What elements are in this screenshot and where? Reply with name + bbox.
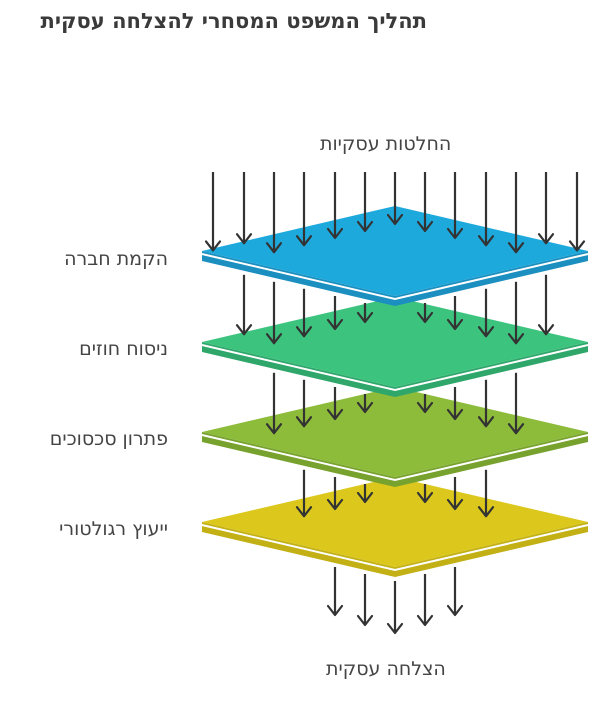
flow-arrow-3-0-head xyxy=(295,506,313,518)
flow-arrow-3-2-head xyxy=(356,491,374,504)
flow-arrow-3-1-head xyxy=(326,498,344,511)
flow-arrow-1-6-head xyxy=(416,311,434,324)
flow-arrow-0-10-head xyxy=(507,242,525,254)
flow-arrow-2-5-head xyxy=(416,401,434,414)
flow-arrow-2-6-head xyxy=(446,408,464,421)
layer-label-contract-drafting: ניסוח חוזים xyxy=(79,338,168,360)
diagram-title: תהליך המשפט המסחרי להצלחה עסקית xyxy=(40,9,427,33)
flow-arrow-3-5-head xyxy=(446,498,464,511)
flow-arrow-3-6-head xyxy=(477,506,495,518)
flow-arrow-1-2-head xyxy=(295,326,313,338)
flow-arrow-0-3-head xyxy=(295,235,313,247)
flow-arrow-0-8-head xyxy=(446,227,464,240)
flow-arrow-1-0-head xyxy=(235,324,253,336)
flow-arrow-2-3-head xyxy=(356,401,374,414)
flow-arrow-1-8-head xyxy=(477,326,495,338)
flow-arrow-2-7-head xyxy=(477,416,495,428)
flow-arrow-2-8-head xyxy=(507,423,525,435)
flow-arrow-2-2-head xyxy=(326,408,344,421)
layer-label-regulatory-advice: ייעוץ רגולטורי xyxy=(59,518,168,540)
flow-arrow-0-9-head xyxy=(477,235,495,247)
flow-arrow-0-12-head xyxy=(568,240,586,252)
layer-label-company-formation: הקמת חברה xyxy=(64,248,168,270)
output-label: הצלחה עסקית xyxy=(326,658,446,680)
flow-arrow-0-6-head xyxy=(386,213,404,226)
layer-1-highlight xyxy=(201,253,589,301)
flow-arrow-0-7-head xyxy=(416,220,434,233)
flow-arrow-1-10-head xyxy=(537,324,555,336)
flow-arrow-1-4-head xyxy=(356,311,374,324)
layer-1-edge xyxy=(202,251,588,306)
flow-arrow-0-11-head xyxy=(537,233,555,245)
layer-1-face xyxy=(202,206,588,296)
flow-arrow-1-1-head xyxy=(265,333,283,345)
layer-2-face xyxy=(202,297,588,387)
flow-arrow-1-3-head xyxy=(326,318,344,331)
flow-arrow-1-7-head xyxy=(446,318,464,331)
flow-arrow-4-4-head xyxy=(446,604,464,617)
layer-2-edge xyxy=(202,342,588,397)
layer-2-highlight xyxy=(201,344,589,392)
layer-4-face xyxy=(202,477,588,567)
layer-3-face xyxy=(202,387,588,477)
input-label: החלטות עסקיות xyxy=(320,133,452,155)
flow-arrow-3-4-head xyxy=(416,491,434,504)
flow-arrow-0-5-head xyxy=(356,220,374,233)
flow-arrow-1-9-head xyxy=(507,333,525,345)
flow-arrow-4-2-head xyxy=(386,622,404,635)
layer-4-highlight xyxy=(201,524,589,572)
flow-arrow-4-1-head xyxy=(356,614,374,627)
flow-arrow-2-0-head xyxy=(265,423,283,435)
flow-arrow-4-0-head xyxy=(326,604,344,617)
layer-label-dispute-resolution: פתרון סכסוכים xyxy=(49,428,168,450)
flow-arrow-0-4-head xyxy=(326,227,344,240)
layer-3-edge xyxy=(202,432,588,487)
layer-3-highlight xyxy=(201,434,589,482)
flow-arrow-4-3-head xyxy=(416,614,434,627)
flow-arrow-0-0-head xyxy=(204,240,222,252)
flow-arrow-0-1-head xyxy=(235,233,253,245)
layer-4-edge xyxy=(202,522,588,577)
flow-arrow-2-1-head xyxy=(295,416,313,428)
flow-arrow-0-2-head xyxy=(265,242,283,254)
